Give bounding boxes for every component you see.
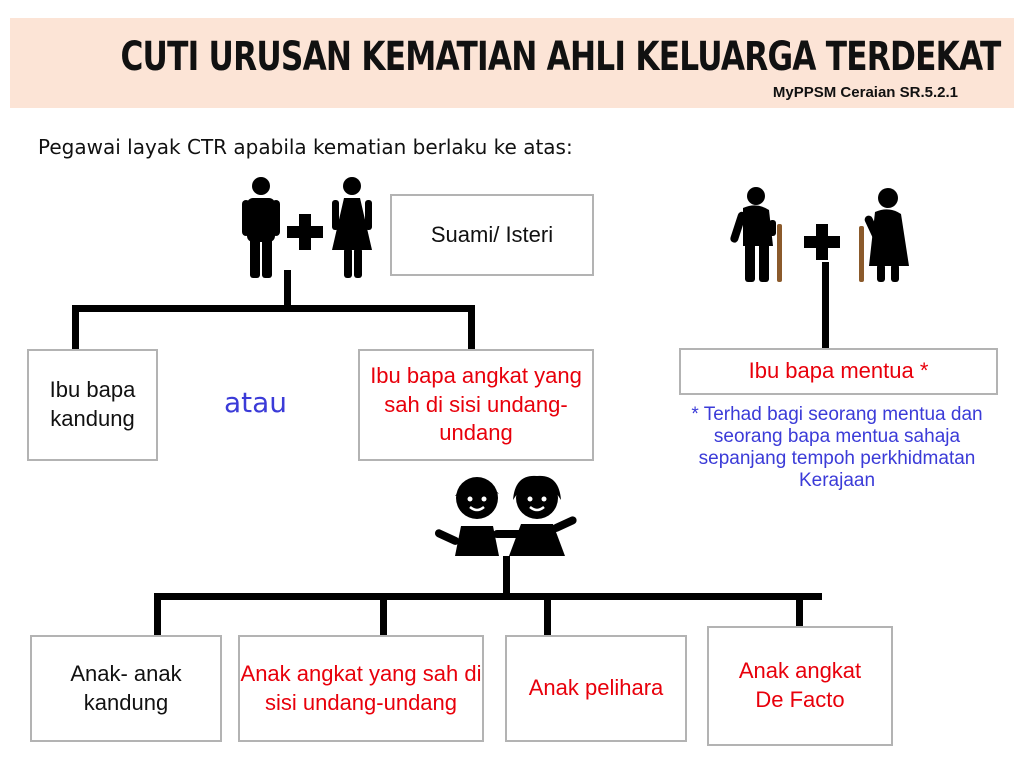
page-subtitle: MyPPSM Ceraian SR.5.2.1: [772, 84, 958, 101]
intro-text: Pegawai layak CTR apabila kematian berla…: [38, 135, 573, 159]
adoptive-parents-box: Ibu bapa angkat yang sah di sisi undang-…: [358, 349, 594, 461]
in-laws-box: Ibu bapa mentua *: [679, 348, 998, 395]
children-connector-horizontal: [154, 593, 822, 600]
child-label: Anak- anak kandung: [70, 660, 182, 715]
children-connector-1: [154, 593, 161, 635]
child-label: Anak angkat De Facto: [738, 658, 862, 712]
header-banner: CUTI URUSAN KEMATIAN AHLI KELUARGA TERDE…: [10, 18, 1014, 108]
children-icon: [434, 475, 577, 556]
parents-connector-horizontal: [72, 305, 475, 312]
plus-icon: [287, 214, 323, 250]
child-box-biological: Anak- anak kandung: [30, 635, 222, 742]
biological-parents-box: Ibu bapa kandung: [27, 349, 158, 461]
cane-right: [859, 226, 864, 282]
plus-icon: [804, 224, 840, 260]
child-box-adopted: Anak angkat yang sah di sisi undang-unda…: [238, 635, 484, 742]
woman-icon: [332, 177, 372, 278]
in-laws-connector: [822, 262, 829, 348]
children-connector-vertical: [503, 556, 510, 600]
old-man-icon: [730, 187, 776, 282]
parents-connector-right: [468, 305, 475, 349]
in-laws-note: * Terhad bagi seorang mentua dan seorang…: [691, 404, 983, 491]
cane-left: [777, 224, 782, 282]
or-label: atau: [224, 386, 288, 419]
in-laws-label: Ibu bapa mentua *: [748, 358, 929, 384]
child-box-de-facto: Anak angkat De Facto: [707, 626, 893, 746]
page-title: CUTI URUSAN KEMATIAN AHLI KELUARGA TERDE…: [120, 34, 1001, 80]
child-label: Anak pelihara: [528, 675, 664, 701]
children-connector-2: [380, 593, 387, 635]
children-connector-4: [796, 593, 803, 626]
man-icon: [242, 177, 280, 278]
couple-icon: [242, 177, 372, 278]
child-label: Anak angkat yang sah di sisi undang-unda…: [240, 660, 482, 715]
parents-connector-vertical: [284, 270, 291, 312]
adoptive-parents-label: Ibu bapa angkat yang sah di sisi undang-…: [370, 363, 582, 446]
old-woman-icon: [864, 188, 909, 282]
biological-parents-label: Ibu bapa kandung: [49, 377, 136, 431]
children-connector-3: [544, 593, 551, 635]
parents-connector-left: [72, 305, 79, 349]
elderly-couple-icon: [730, 187, 909, 282]
child-box-foster: Anak pelihara: [505, 635, 687, 742]
spouse-box: Suami/ Isteri: [390, 194, 594, 276]
spouse-label: Suami/ Isteri: [430, 221, 554, 247]
